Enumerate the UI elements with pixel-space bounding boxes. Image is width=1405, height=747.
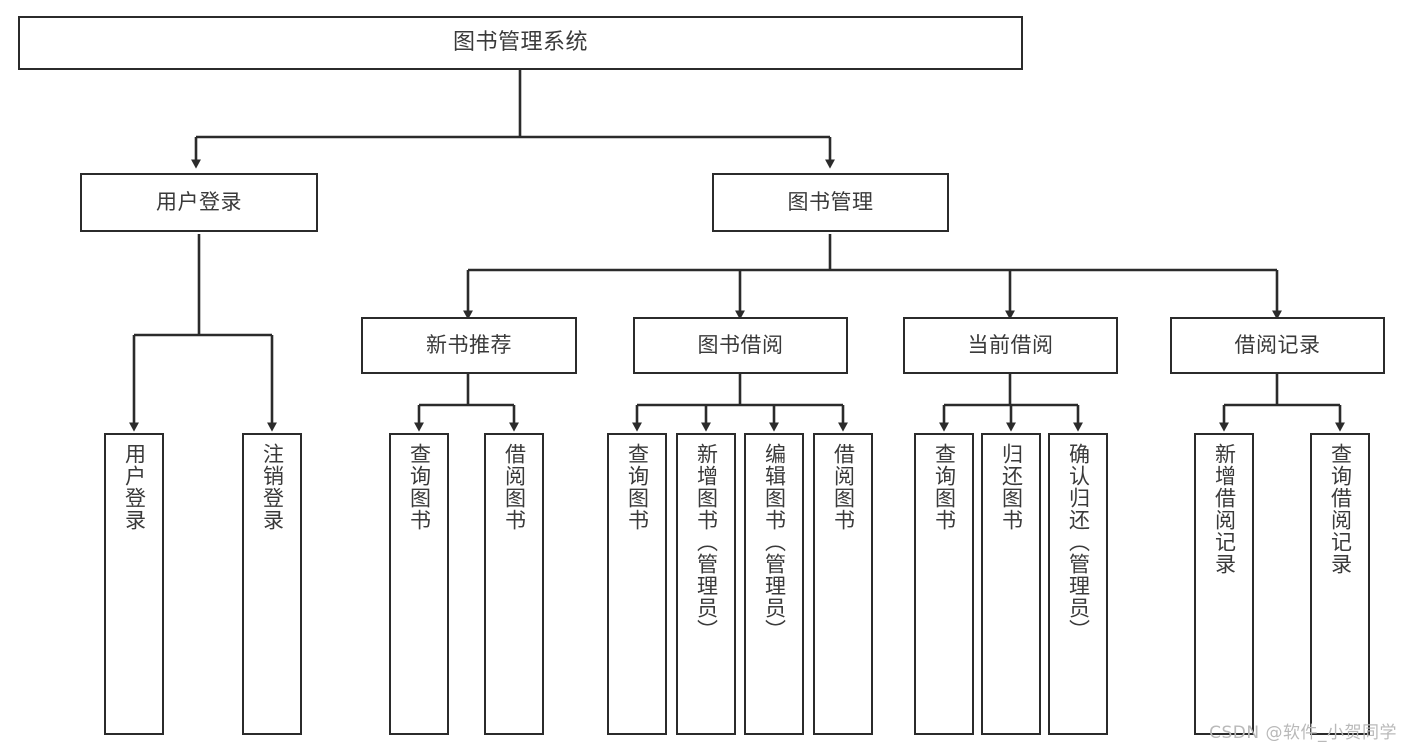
leaf-current-borrow-confirm-return-admin[interactable]: 确认归还（管理员）: [1048, 433, 1108, 735]
leaf-current-borrow-return-book[interactable]: 归还图书: [981, 433, 1041, 735]
node-label: 查询图书: [625, 443, 650, 531]
node-label: 当前借阅: [967, 333, 1054, 358]
node-label: 图书借阅: [697, 333, 784, 358]
node-book-borrow[interactable]: 图书借阅: [633, 317, 848, 374]
node-label: 新增图书（管理员）: [694, 443, 719, 641]
leaf-current-borrow-query-book[interactable]: 查询图书: [914, 433, 974, 735]
leaf-new-book-query-book[interactable]: 查询图书: [389, 433, 449, 735]
node-root-system[interactable]: 图书管理系统: [18, 16, 1023, 70]
node-label: 借阅图书: [831, 443, 856, 531]
node-label: 注销登录: [260, 443, 285, 531]
node-label: 编辑图书（管理员）: [762, 443, 787, 641]
node-label: 查询借阅记录: [1328, 443, 1353, 575]
leaf-book-borrow-add-book-admin[interactable]: 新增图书（管理员）: [676, 433, 736, 735]
node-label: 图书管理系统: [452, 30, 588, 56]
leaf-book-borrow-query-book[interactable]: 查询图书: [607, 433, 667, 735]
leaf-borrow-record-add-record[interactable]: 新增借阅记录: [1194, 433, 1254, 735]
csdn-watermark: CSDN @软件_小贺同学: [1209, 723, 1397, 743]
leaf-book-borrow-edit-book-admin[interactable]: 编辑图书（管理员）: [744, 433, 804, 735]
leaf-user-login-logout[interactable]: 注销登录: [242, 433, 302, 735]
node-label: 借阅记录: [1234, 333, 1321, 358]
node-label: 用户登录: [122, 443, 147, 531]
node-label: 借阅图书: [502, 443, 527, 531]
node-label: 用户登录: [156, 190, 242, 215]
leaf-new-book-borrow-book[interactable]: 借阅图书: [484, 433, 544, 735]
node-label: 归还图书: [999, 443, 1024, 531]
node-new-book-recommend[interactable]: 新书推荐: [361, 317, 577, 374]
leaf-borrow-record-query-record[interactable]: 查询借阅记录: [1310, 433, 1370, 735]
node-current-borrow[interactable]: 当前借阅: [903, 317, 1118, 374]
node-label: 确认归还（管理员）: [1066, 443, 1091, 641]
leaf-user-login-login[interactable]: 用户登录: [104, 433, 164, 735]
node-borrow-record[interactable]: 借阅记录: [1170, 317, 1385, 374]
node-label: 查询图书: [407, 443, 432, 531]
node-label: 图书管理: [787, 190, 874, 215]
node-user-login[interactable]: 用户登录: [80, 173, 318, 232]
leaf-book-borrow-borrow-book[interactable]: 借阅图书: [813, 433, 873, 735]
node-label: 新增借阅记录: [1212, 443, 1237, 575]
node-label: 查询图书: [932, 443, 957, 531]
node-label: 新书推荐: [426, 333, 512, 358]
node-book-management[interactable]: 图书管理: [712, 173, 949, 232]
